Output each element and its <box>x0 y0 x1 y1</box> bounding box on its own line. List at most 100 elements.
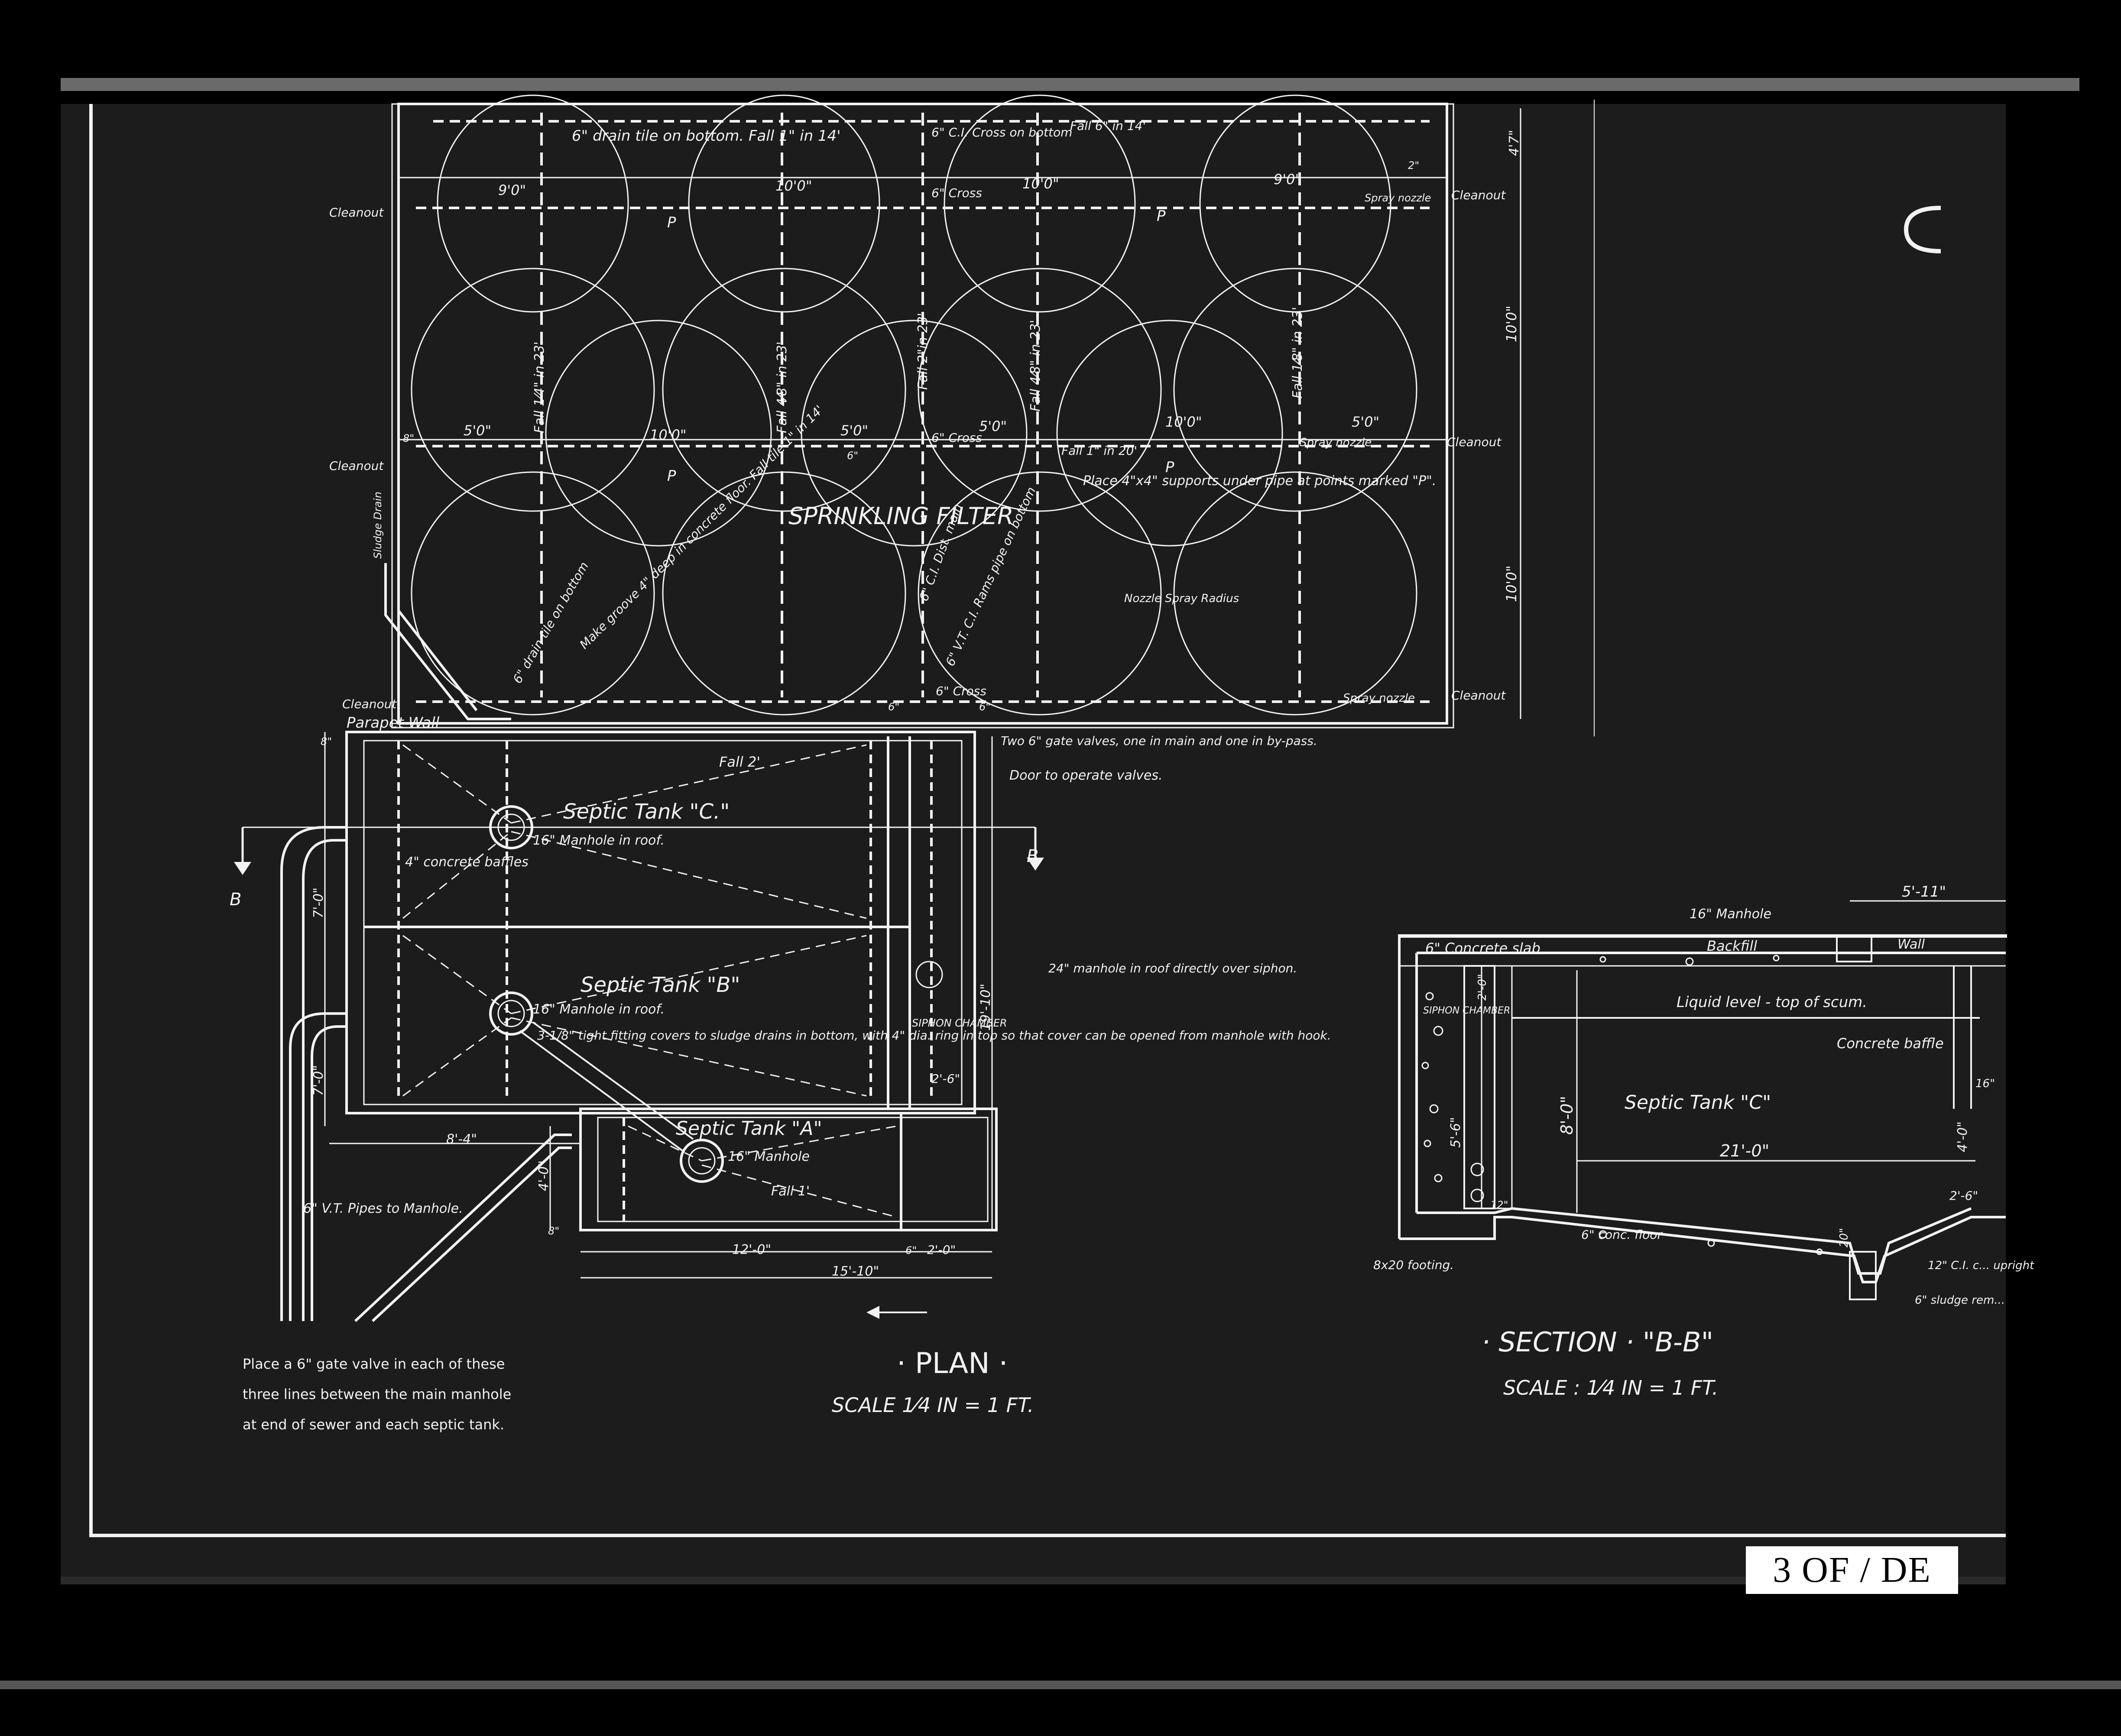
filter-dim-11: 10'0" <box>1503 305 1520 342</box>
tank-dim-2: 7'-0" <box>311 1065 326 1096</box>
fall-label-2: Fall 4⁄8" in 23' <box>775 341 790 433</box>
section-dim-1: 5'-11" <box>1902 883 1946 900</box>
filter-dim-18: 8" <box>403 432 414 444</box>
cleanout-label-5: Cleanout <box>1447 435 1502 449</box>
section-b-b <box>1398 900 2007 1300</box>
filter-dim-15: 6" <box>888 701 899 713</box>
section-sludge-label: 6" sludge rem... <box>1915 1294 2005 1307</box>
door-note: Door to operate valves. <box>1009 768 1163 783</box>
filter-dim-14: 2" <box>1408 159 1419 172</box>
tank-b-manhole: 16" Manhole in roof. <box>533 1002 665 1017</box>
frame-number-text: 3 OF / DE <box>1773 1550 1931 1590</box>
parapet-wall-label: Parapet Wall <box>347 714 440 732</box>
filter-dim-6: 10'0" <box>650 427 687 443</box>
section-dim-6: 2'-0" <box>1476 974 1489 1001</box>
filter-dim-16: 6" <box>847 450 858 462</box>
concrete-baffle-label: Concrete baffle <box>1837 1035 1944 1052</box>
section-backfill-label: Backfill <box>1707 938 1757 954</box>
tank-dim-10: 8" <box>321 735 332 748</box>
tank-dim-9: 19'-10" <box>978 984 993 1031</box>
filter-dim-7: 5'0" <box>840 422 868 439</box>
cleanout-label-2: Cleanout <box>329 459 384 473</box>
corner-c-mark <box>1904 206 1941 253</box>
sludge-drain-label: Sludge Drain <box>372 492 384 559</box>
fall-2-label: Fall 2' <box>719 754 760 770</box>
filter-dim-5: 5'0" <box>464 422 491 439</box>
plan-scale: SCALE 1⁄4 IN = 1 FT. <box>832 1393 1034 1417</box>
concrete-baffles-label: 4" concrete baffles <box>405 855 529 870</box>
gate-valves-note: Two 6" gate valves, one in main and one … <box>1001 734 1317 748</box>
cross-label-2: 6" Cross <box>931 431 982 445</box>
cross-label-1: 6" Cross <box>931 186 982 200</box>
manhole-siphon-note: 24" manhole in roof directly over siphon… <box>1048 961 1297 975</box>
p-mark-3: P <box>667 467 676 485</box>
gate-valve-note-line-1: Place a 6" gate valve in each of these <box>243 1356 505 1372</box>
blueprint-paper <box>61 104 2006 1581</box>
section-tank-label: Septic Tank "C" <box>1625 1091 1771 1114</box>
nozzle-spray-radius: Nozzle Spray Radius <box>1124 592 1239 605</box>
section-dim-10: 12" <box>1490 1199 1508 1211</box>
section-mark-right: B <box>1027 846 1038 866</box>
cleanout-label-4: Cleanout <box>1451 188 1506 202</box>
section-scale: SCALE : 1⁄4 IN = 1 FT. <box>1503 1376 1718 1399</box>
fall-label-1: Fall 1⁄4" in 23' <box>532 341 547 433</box>
filter-dim-1: 9'0" <box>498 182 526 198</box>
section-floor-label: 6" conc. floor <box>1581 1228 1663 1242</box>
filter-dim-9: 10'0" <box>1165 414 1202 430</box>
spray-nozzle-label-2: Spray nozzle <box>1343 692 1415 705</box>
p-mark-4: P <box>1165 459 1174 476</box>
sprinkling-filter-plan <box>384 94 1595 736</box>
liquid-level-label: Liquid level - top of scum. <box>1677 994 1867 1011</box>
siphon-chamber-label: SIPHON CHAMBER <box>912 1017 1007 1029</box>
section-title: · SECTION · "B-B" <box>1482 1326 1713 1358</box>
section-ci-upright-label: 12" C.I. c... upright <box>1928 1259 2034 1272</box>
tank-dim-3: 8'-4" <box>446 1132 477 1147</box>
section-dim-3: 21'-0" <box>1720 1141 1769 1160</box>
tank-c-manhole: 16" Manhole in roof. <box>533 833 665 848</box>
filter-dim-8: 5'0" <box>979 418 1007 434</box>
section-dim-4: 5'-6" <box>1448 1117 1463 1148</box>
tank-dim-8: 2'-6" <box>931 1072 960 1086</box>
section-manhole-label: 16" Manhole <box>1690 907 1771 922</box>
top-drain-note: 6" drain tile on bottom. Fall 1" in 14' <box>572 127 841 145</box>
fall-label-5: Fall 1⁄8" in 23' <box>1290 307 1305 398</box>
cover-note: 3-1/8" tight fitting covers to sludge dr… <box>537 1028 1331 1043</box>
gate-valve-note-line-2: three lines between the main manhole <box>243 1386 511 1402</box>
p-mark-2: P <box>1157 207 1166 225</box>
p-mark-1: P <box>667 214 676 231</box>
cleanout-label-6: Cleanout <box>1451 688 1506 703</box>
section-dim-8: 20" <box>1838 1228 1851 1247</box>
cleanout-label-1: Cleanout <box>329 205 384 220</box>
filter-dim-2: 10'0" <box>775 178 812 194</box>
spray-nozzle-label-3: Spray nozzle <box>1365 192 1431 204</box>
tank-dim-12: 6" <box>905 1244 917 1257</box>
section-dim-2: 8'-0" <box>1557 1096 1576 1135</box>
spray-nozzle-label-1: Spray nozzle <box>1300 436 1372 449</box>
tank-dim-11: 8" <box>548 1225 559 1237</box>
fall-label-6: Fall 1" in 20' <box>1061 444 1137 458</box>
filter-dim-17: 6" <box>979 701 990 713</box>
plan-title: · PLAN · <box>897 1347 1008 1380</box>
tank-a-label: Septic Tank "A" <box>676 1117 822 1140</box>
section-dim-7: 2'-6" <box>1949 1189 1978 1203</box>
section-siphon-label: SIPHON CHAMBER <box>1423 1005 1510 1016</box>
tank-b-label: Septic Tank "B" <box>581 973 740 997</box>
fall-label-4: Fall 4⁄8" in 23' <box>1028 320 1043 411</box>
fall-label-3: Fall 2"in 23' <box>915 313 931 390</box>
pipe-support-note: Place 4"x4" supports under pipe at point… <box>1083 473 1436 489</box>
vt-pipes-note: 6" V.T. Pipes to Manhole. <box>303 1201 463 1216</box>
section-footing-label: 8x20 footing. <box>1373 1258 1454 1272</box>
gate-valve-note-line-3: at end of sewer and each septic tank. <box>243 1416 504 1433</box>
filter-dim-10: 5'0" <box>1352 414 1379 430</box>
section-dim-5: 4'-0" <box>1955 1121 1970 1152</box>
tank-a-manhole: 16" Manhole <box>728 1149 810 1164</box>
section-mark-left: B <box>230 890 241 910</box>
tank-dim-7: 2'-0" <box>927 1243 956 1257</box>
filter-dim-4: 9'0" <box>1274 171 1301 188</box>
tank-dim-5: 12'-0" <box>732 1242 771 1257</box>
tank-c-label: Septic Tank "C." <box>563 800 730 824</box>
tank-dim-6: 15'-10" <box>832 1264 879 1279</box>
cross-label-3: 6" Cross <box>936 684 986 698</box>
frame-number-tag: 3 OF / DE <box>1746 1546 1958 1594</box>
tank-dim-1: 7'-0" <box>311 887 326 918</box>
